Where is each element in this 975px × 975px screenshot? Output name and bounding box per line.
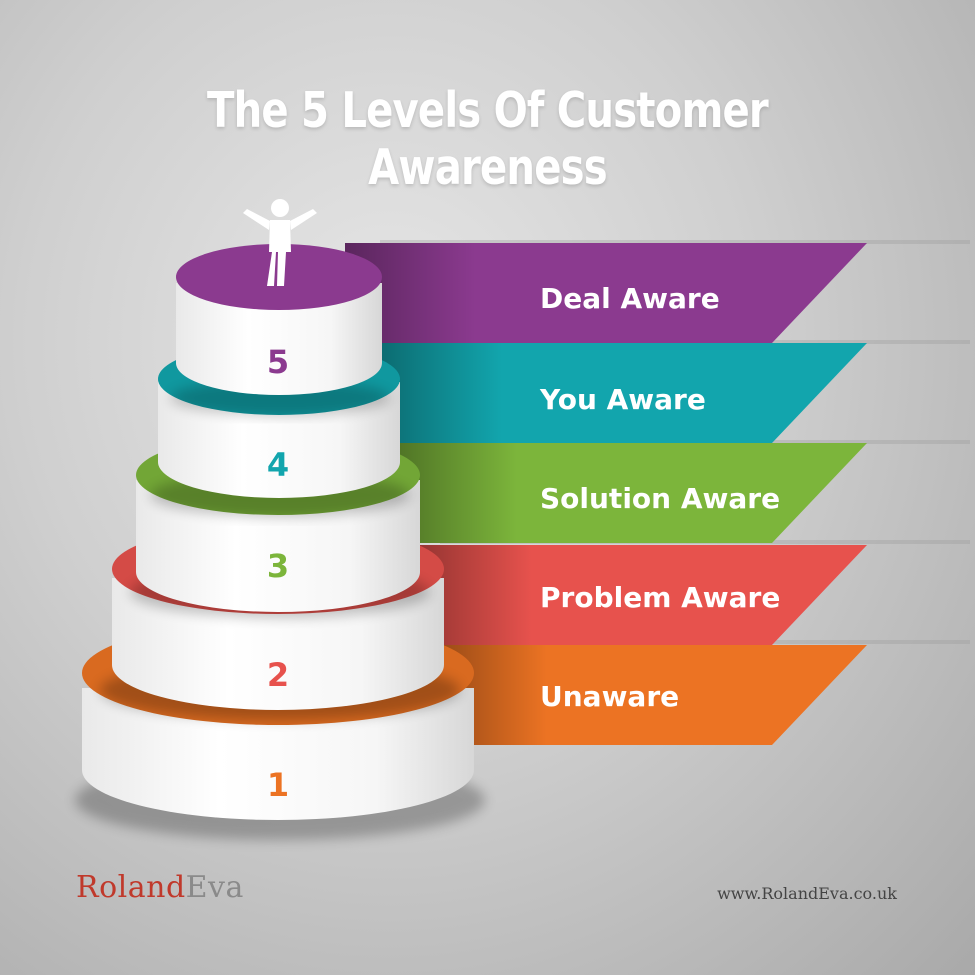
tier-number-3: 3 — [267, 547, 289, 585]
website-url: www.RolandEva.co.uk — [717, 884, 897, 903]
brand-logo: RolandEva — [76, 870, 244, 905]
ribbon-level-4: You Aware — [380, 343, 867, 443]
brand-logo-part2: Eva — [185, 870, 244, 905]
ribbon-label-1: Unaware — [540, 680, 679, 713]
ribbon-level-5: Deal Aware — [345, 243, 867, 343]
ribbon-label-3: Solution Aware — [540, 482, 780, 515]
tier-number-1: 1 — [267, 766, 289, 804]
tier-number-2: 2 — [267, 656, 289, 694]
page-title: The 5 Levels Of Customer Awareness — [207, 82, 769, 196]
ribbon-level-1: Unaware — [440, 645, 867, 745]
ribbon-label-5: Deal Aware — [540, 282, 720, 315]
person-arms-raised-icon — [243, 199, 317, 286]
ribbon-label-4: You Aware — [539, 383, 706, 416]
ribbon-level-2: Problem Aware — [420, 545, 867, 645]
tier-number-5: 5 — [267, 343, 289, 381]
ribbon-label-2: Problem Aware — [540, 581, 780, 614]
ribbon-level-3: Solution Aware — [400, 443, 867, 543]
tier-number-4: 4 — [267, 446, 289, 484]
brand-logo-part1: Roland — [76, 870, 186, 905]
